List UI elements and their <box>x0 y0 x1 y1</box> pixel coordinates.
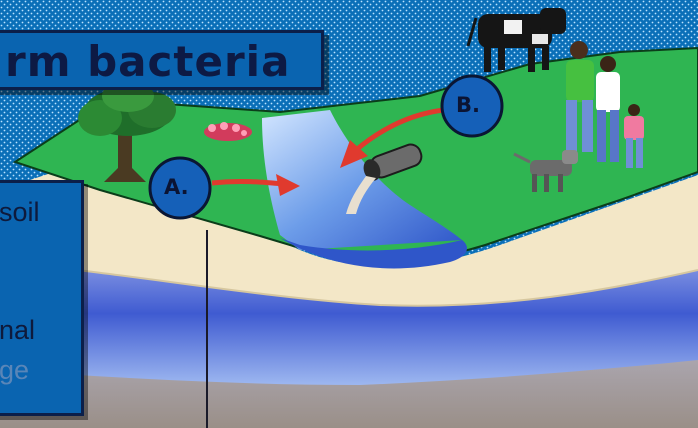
marker-b-label: B. <box>456 93 480 117</box>
diagram-title: rm bacteria <box>5 37 290 86</box>
side-panel-line-3: ge <box>0 355 29 386</box>
side-panel-line-2: nal <box>0 315 35 346</box>
marker-a-label: A. <box>164 175 189 199</box>
side-text-panel: soil nal ge <box>0 180 84 416</box>
side-panel-line-1: soil <box>0 197 40 228</box>
title-banner: rm bacteria <box>0 30 324 90</box>
